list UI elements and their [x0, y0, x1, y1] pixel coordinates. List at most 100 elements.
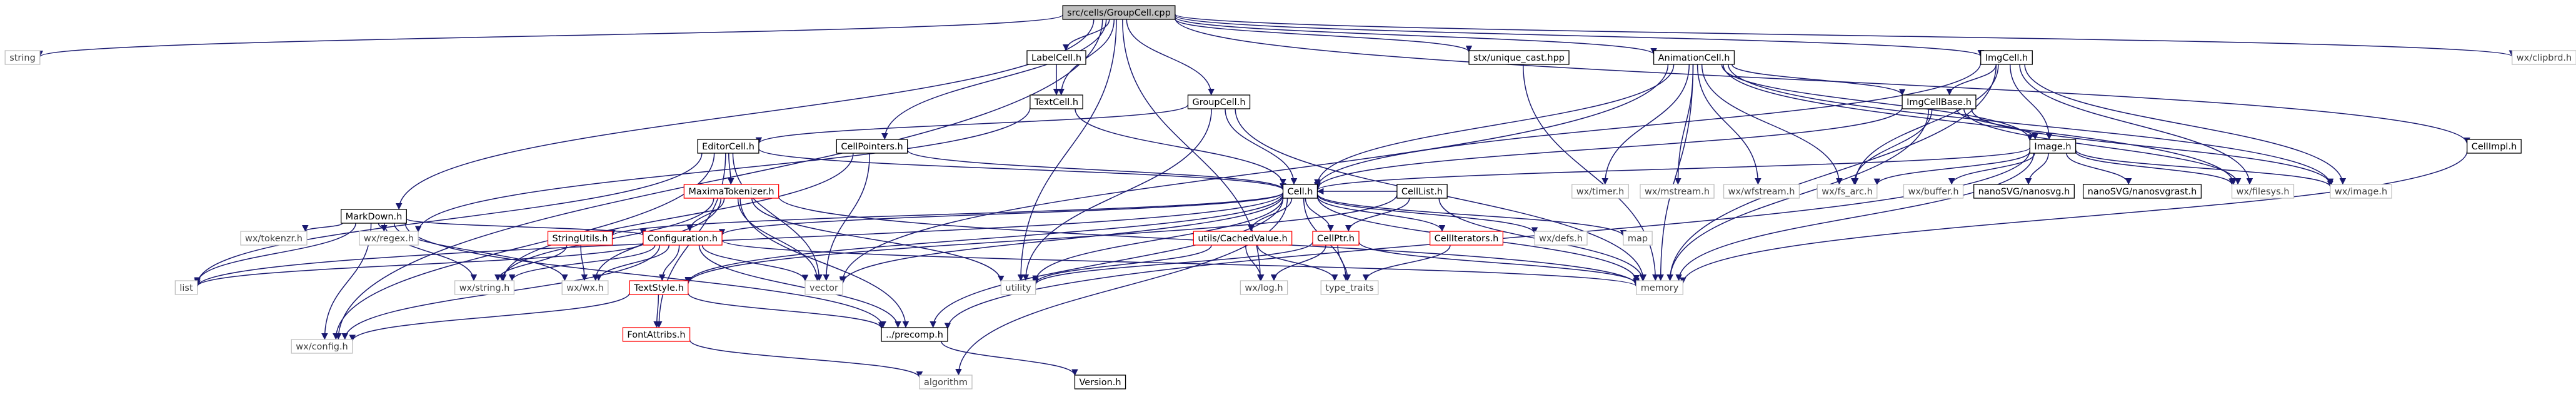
- edge-cellptr-to-memory: [1358, 241, 1640, 284]
- node-configuration[interactable]: Configuration.h: [643, 231, 723, 246]
- node-box: [547, 231, 613, 246]
- node-label: EditorCell.h: [702, 142, 754, 152]
- node-imgcell[interactable]: ImgCell.h: [1980, 50, 2033, 65]
- node-box: [454, 280, 515, 295]
- node-box: [2029, 139, 2077, 154]
- node-label: wx/wx.h: [566, 283, 604, 293]
- node-label: type_traits: [1325, 283, 1373, 293]
- node-cellpointers[interactable]: CellPointers.h: [836, 139, 908, 154]
- edge-cellh-to-wxdefs: [1316, 194, 1538, 234]
- edge-cellpointers-to-cellh: [906, 149, 1286, 190]
- edge-precomp-to-versionh: [941, 341, 1078, 376]
- node-cachedvalue[interactable]: utils/CachedValue.h: [1193, 231, 1293, 246]
- node-label: wx/clipbrd.h: [2517, 53, 2572, 63]
- node-celllist[interactable]: CellList.h: [1396, 184, 1448, 199]
- edge-animationcell-to-vector: [839, 64, 1669, 283]
- node-fontattribs[interactable]: FontAttribs.h: [622, 327, 691, 342]
- edge-editorcell-to-vector: [732, 153, 823, 281]
- node-label: MaximaTokenizer.h: [688, 187, 774, 197]
- node-textcell[interactable]: TextCell.h: [1030, 94, 1083, 109]
- node-markdown[interactable]: MarkDown.h: [341, 209, 407, 224]
- node-box: [1723, 184, 1800, 199]
- edge-configuration-to-precomp: [698, 244, 901, 328]
- node-label: Configuration.h: [648, 234, 718, 244]
- node-box: [1000, 280, 1036, 295]
- node-versionh[interactable]: Version.h: [1074, 374, 1126, 389]
- edge-cellh-to-precomp: [930, 198, 1284, 328]
- node-wxdefs: wx/defs.h: [1534, 231, 1588, 246]
- node-label: src/cells/GroupCell.cpp: [1067, 8, 1171, 18]
- node-cellptr[interactable]: CellPtr.h: [1312, 231, 1360, 246]
- node-cellh[interactable]: Cell.h: [1282, 184, 1318, 199]
- node-label: wx/mstream.h: [1645, 187, 1710, 197]
- edge-configuration-to-vector: [701, 244, 809, 282]
- edge-root-to-markdown: [396, 19, 1095, 210]
- node-wxfilesys: wx/filesys.h: [2231, 184, 2295, 199]
- edge-markdown-to-wxregex: [378, 223, 388, 232]
- node-box: [240, 231, 308, 246]
- node-box: [1623, 231, 1653, 246]
- edge-root-to-animationcell: [1175, 16, 1657, 55]
- node-label: ImgCell.h: [1985, 53, 2028, 63]
- node-nanosvg[interactable]: nanoSVG/nanosvg.h: [1973, 184, 2075, 199]
- edge-imgcell-to-wxfilesys: [2019, 64, 2253, 185]
- node-box: [1534, 231, 1588, 246]
- node-stxunique[interactable]: stx/unique_cast.hpp: [1468, 50, 1570, 65]
- dependency-edges: [37, 14, 2515, 378]
- node-nanosvgrast[interactable]: nanoSVG/nanosvgrast.h: [2082, 184, 2202, 199]
- node-stringutils[interactable]: StringUtils.h: [547, 231, 613, 246]
- node-imgcellbase[interactable]: ImgCellBase.h: [1902, 94, 1977, 109]
- edge-maximatokenizer-to-vector: [737, 198, 821, 281]
- node-root: src/cells/GroupCell.cpp: [1062, 5, 1176, 20]
- node-imageh[interactable]: Image.h: [2029, 139, 2077, 154]
- node-box: [1312, 231, 1360, 246]
- node-label: memory: [1641, 283, 1679, 293]
- edge-root-to-stxunique: [1175, 18, 1473, 53]
- node-label: map: [1628, 234, 1648, 244]
- edge-cellpointers-to-wxstring: [499, 153, 854, 281]
- edge-configuration-to-wxstring: [508, 244, 656, 281]
- node-utility: utility: [1000, 280, 1036, 295]
- node-labelcell[interactable]: LabelCell.h: [1026, 50, 1086, 65]
- edge-cellh-to-list: [194, 193, 1284, 287]
- node-label: wx/regex.h: [364, 234, 414, 244]
- node-textstyle[interactable]: TextStyle.h: [629, 280, 689, 295]
- node-celliterators[interactable]: CellIterators.h: [1429, 231, 1504, 246]
- edge-imgcell-to-cellh: [1314, 62, 1982, 189]
- edge-imgcellbase-to-wxfsarc: [1851, 108, 1933, 185]
- node-cellimpl[interactable]: CellImpl.h: [2467, 139, 2522, 154]
- node-box: [919, 374, 973, 389]
- node-label: LabelCell.h: [1031, 53, 1081, 63]
- node-groupcellh[interactable]: GroupCell.h: [1187, 94, 1251, 109]
- edge-celllist-to-textstyle: [684, 194, 1398, 284]
- edge-imageh-to-wximage: [2075, 149, 2333, 188]
- node-label: wx/log.h: [1245, 283, 1283, 293]
- node-label: stx/unique_cast.hpp: [1473, 53, 1565, 63]
- node-box: [1193, 231, 1293, 246]
- node-precomp[interactable]: ../precomp.h: [881, 327, 948, 342]
- node-box: [881, 327, 948, 342]
- node-label: Image.h: [2034, 142, 2071, 152]
- edge-celliterators-to-typetraits: [1362, 244, 1451, 281]
- edge-cellh-to-configuration: [719, 192, 1284, 236]
- edge-textstyle-to-precomp: [688, 293, 885, 329]
- edge-cachedvalue-to-wxlog: [1245, 244, 1265, 281]
- node-label: wx/timer.h: [1576, 187, 1625, 197]
- edge-imageh-to-cellh: [1314, 147, 2031, 191]
- edge-root-to-utility: [1017, 19, 1117, 281]
- edge-root-to-wxconfig: [335, 19, 1103, 340]
- node-box: [1282, 184, 1318, 199]
- edge-groupcellh-to-cellh: [1225, 108, 1298, 185]
- node-maximatokenizer[interactable]: MaximaTokenizer.h: [683, 184, 779, 199]
- node-box: [291, 339, 353, 354]
- node-editorcell[interactable]: EditorCell.h: [697, 139, 759, 154]
- node-label: CellPointers.h: [841, 142, 903, 152]
- node-animationcell[interactable]: AnimationCell.h: [1653, 50, 1735, 65]
- node-box: [643, 231, 723, 246]
- edge-cellpointers-to-vector: [823, 153, 870, 281]
- edge-groupcellh-to-utility: [1022, 108, 1212, 281]
- edge-root-to-wxclipbrd: [1175, 14, 2515, 58]
- edge-imageh-to-nanosvgrast: [2066, 153, 2132, 185]
- edge-root-to-string: [37, 14, 1063, 58]
